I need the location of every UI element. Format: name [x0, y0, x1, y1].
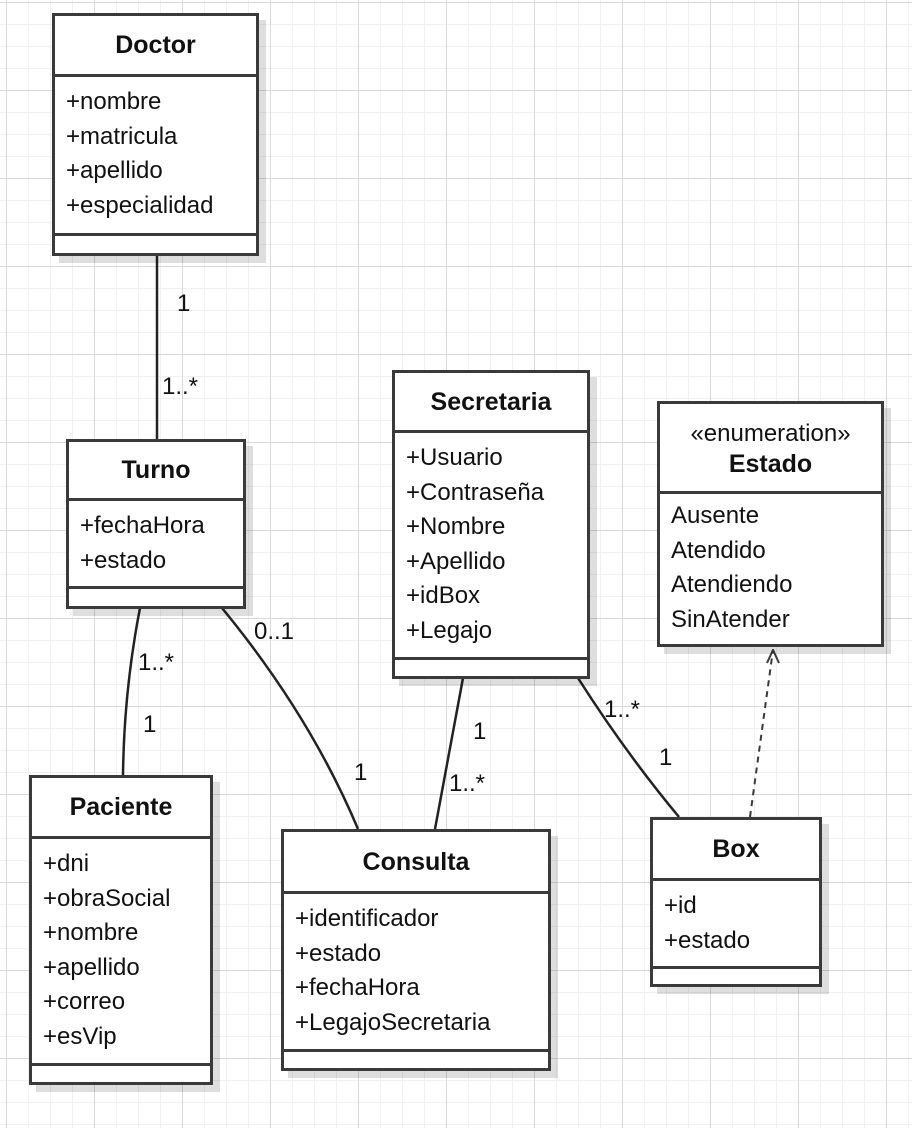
multiplicity-secretaria-box-target: 1: [659, 744, 673, 771]
attribute: +LegajoSecretaria: [295, 1008, 491, 1036]
enum-literal: Ausente: [671, 502, 760, 529]
attribute: +fechaHora: [80, 512, 205, 539]
class-box-attributes: +id +estado: [653, 881, 819, 969]
class-box-header: Box: [653, 820, 819, 881]
multiplicity-secretaria-consulta-source: 1: [473, 718, 487, 745]
enum-literal: SinAtender: [671, 605, 790, 633]
class-paciente[interactable]: Paciente +dni +obraSocial +nombre +apell…: [29, 775, 213, 1085]
class-consulta-name: Consulta: [362, 847, 470, 876]
class-consulta[interactable]: Consulta +identificador +estado +fechaHo…: [281, 829, 551, 1071]
class-box[interactable]: Box +id +estado: [650, 817, 822, 987]
multiplicity-doctor-turno-source: 1: [177, 290, 191, 317]
attribute: +Usuario: [406, 444, 503, 471]
enum-estado-literals: Ausente Atendido Atendiendo SinAtender: [660, 494, 881, 643]
attribute: +id: [664, 892, 697, 919]
class-turno[interactable]: Turno +fechaHora +estado: [66, 439, 246, 609]
attribute: +fechaHora: [295, 974, 420, 1001]
attribute: +especialidad: [66, 191, 214, 219]
multiplicity-doctor-turno-target: 1..*: [162, 373, 199, 400]
multiplicity-turno-paciente-target: 1: [143, 711, 157, 738]
attribute: +estado: [664, 926, 751, 954]
attribute: +Contraseña: [406, 478, 545, 506]
multiplicity-turno-consulta-target: 1: [354, 759, 368, 786]
attribute: +obraSocial: [43, 884, 171, 912]
attribute: +dni: [43, 850, 90, 877]
class-paciente-attributes: +dni +obraSocial +nombre +apellido +corr…: [32, 839, 210, 1066]
class-turno-header: Turno: [69, 442, 243, 501]
enum-estado[interactable]: «enumeration» Estado Ausente Atendido At…: [657, 401, 884, 647]
attribute: +esVip: [43, 1022, 117, 1050]
class-turno-name: Turno: [121, 456, 191, 484]
class-secretaria[interactable]: Secretaria +Usuario +Contraseña +Nombre …: [392, 370, 590, 679]
association-turno-paciente[interactable]: [121, 607, 142, 776]
attribute: +Apellido: [406, 547, 506, 575]
attribute: +matricula: [66, 122, 178, 150]
class-doctor-header: Doctor: [55, 16, 256, 77]
class-doctor-name: Doctor: [115, 31, 196, 59]
class-doctor[interactable]: Doctor +nombre +matricula +apellido +esp…: [52, 13, 259, 256]
attribute: +apellido: [66, 157, 163, 184]
class-secretaria-name: Secretaria: [430, 387, 552, 416]
attribute: +correo: [43, 988, 126, 1015]
multiplicity-secretaria-box-source: 1..*: [604, 696, 641, 723]
attribute: +Nombre: [406, 513, 506, 540]
attribute: +apellido: [43, 953, 140, 981]
class-doctor-attributes: +nombre +matricula +apellido +especialid…: [55, 77, 256, 236]
class-paciente-header: Paciente: [32, 778, 210, 839]
enum-estado-name: Estado: [728, 449, 813, 478]
class-box-name: Box: [712, 835, 760, 863]
class-secretaria-header: Secretaria: [395, 373, 587, 433]
attribute: +estado: [80, 546, 167, 574]
attribute: +idBox: [406, 582, 481, 609]
multiplicity-turno-paciente-source: 1..*: [138, 649, 175, 676]
class-paciente-name: Paciente: [69, 793, 173, 821]
association-turno-consulta[interactable]: [221, 607, 360, 830]
enum-literal: Atendido: [671, 536, 766, 564]
enum-estado-header: «enumeration» Estado: [660, 404, 881, 494]
attribute: +estado: [295, 939, 382, 967]
class-secretaria-attributes: +Usuario +Contraseña +Nombre +Apellido +…: [395, 433, 587, 660]
attribute: +nombre: [66, 88, 162, 115]
multiplicity-secretaria-consulta-target: 1..*: [449, 770, 486, 797]
class-consulta-attributes: +identificador +estado +fechaHora +Legaj…: [284, 894, 548, 1052]
attribute: +identificador: [295, 905, 439, 932]
enum-estado-stereotype: «enumeration»: [690, 419, 851, 447]
dependency-box-estado[interactable]: [749, 650, 773, 818]
class-turno-attributes: +fechaHora +estado: [69, 501, 243, 589]
class-consulta-header: Consulta: [284, 832, 548, 894]
association-secretaria-box[interactable]: [576, 677, 680, 818]
association-secretaria-consulta[interactable]: [433, 677, 465, 830]
attribute: +nombre: [43, 919, 139, 946]
attribute: +Legajo: [406, 616, 493, 644]
multiplicity-turno-consulta-source: 0..1: [254, 618, 295, 645]
enum-literal: Atendiendo: [671, 571, 793, 598]
